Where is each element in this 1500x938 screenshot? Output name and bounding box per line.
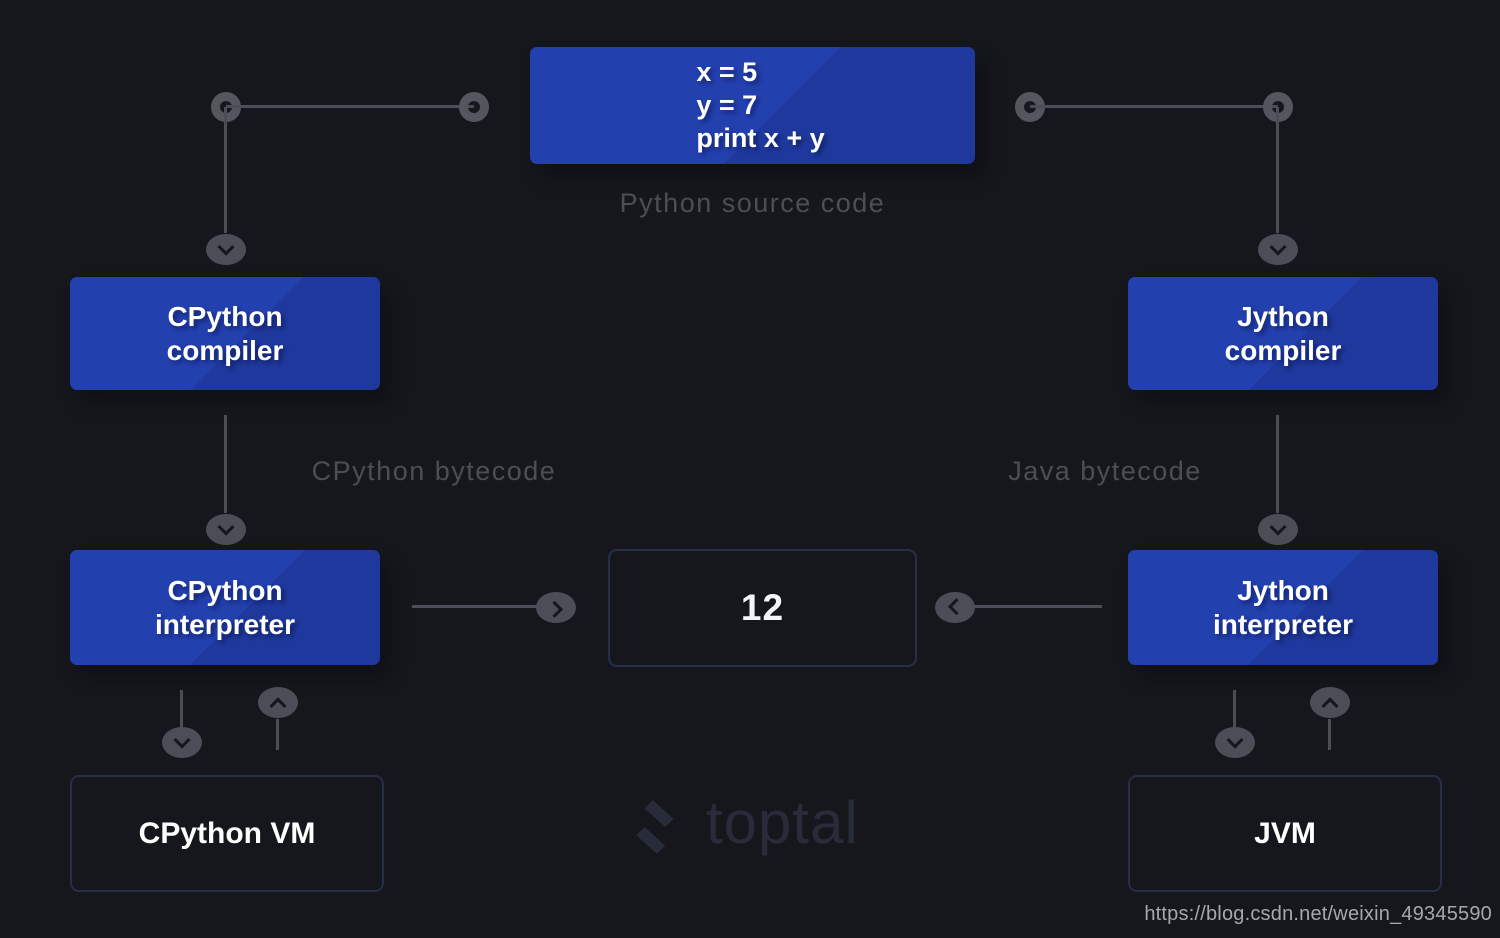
connector-line (412, 605, 538, 608)
connector-line (1030, 105, 1278, 108)
node-label: CPython VM (138, 816, 316, 850)
arrow-down-icon (162, 727, 202, 758)
connector-line (1276, 107, 1279, 233)
toptal-logo: toptal (628, 789, 859, 861)
node-jython-interpreter: Jython interpreter (1128, 550, 1438, 665)
node-label: JVM (1254, 816, 1316, 850)
code-line-3: print x + y (696, 122, 825, 153)
node-label: interpreter (1212, 608, 1354, 640)
node-label: interpreter (154, 608, 296, 640)
node-label: Jython (1237, 300, 1329, 332)
chevron-down-icon (1226, 731, 1244, 749)
node-jvm: JVM (1128, 775, 1442, 892)
chevron-down-icon (173, 731, 191, 749)
node-label: compiler (1224, 334, 1342, 366)
code-line-2: y = 7 (696, 90, 758, 121)
connector-line (276, 719, 279, 750)
chevron-left-icon (947, 597, 965, 615)
edge-label-java-bytecode: Java bytecode (1008, 456, 1202, 486)
watermark-url: https://blog.csdn.net/weixin_49345590 (1144, 903, 1492, 925)
arrow-up-icon (258, 687, 298, 718)
node-result: 12 (608, 549, 917, 667)
arrow-down-icon (206, 234, 246, 265)
code-line-1: x = 5 (696, 57, 758, 88)
arrow-down-icon (1215, 727, 1255, 758)
result-value: 12 (740, 586, 785, 628)
node-label: CPython (167, 300, 283, 332)
source-code-text: x = 5 y = 7 print x + y (696, 56, 824, 155)
connector-line (180, 690, 183, 728)
python-source-code-caption: Python source code (619, 188, 886, 218)
connector-line (224, 107, 227, 233)
node-label: CPython (167, 574, 283, 606)
chevron-up-icon (269, 696, 287, 714)
connector-line (1328, 719, 1331, 750)
chevron-down-icon (1269, 518, 1287, 536)
arrow-down-icon (1258, 514, 1298, 545)
node-label: Jython (1237, 574, 1329, 606)
connector-line (972, 605, 1102, 608)
node-label: compiler (166, 334, 284, 366)
chevron-up-icon (1321, 696, 1339, 714)
connector-line (1276, 415, 1279, 513)
toptal-logo-text: toptal (706, 789, 859, 856)
arrow-down-icon (1258, 234, 1298, 265)
connector-line (1233, 690, 1236, 728)
node-jython-compiler: Jython compiler (1128, 277, 1438, 390)
arrow-right-icon (536, 592, 576, 623)
node-cpython-vm: CPython VM (70, 775, 384, 892)
arrow-up-icon (1310, 687, 1350, 718)
arrow-down-icon (206, 514, 246, 545)
node-python-source-code: x = 5 y = 7 print x + y (530, 47, 975, 164)
chevron-down-icon (217, 518, 235, 536)
connector-node-icon (459, 92, 489, 122)
toptal-logo-icon (636, 799, 674, 854)
node-cpython-interpreter: CPython interpreter (70, 550, 380, 665)
node-cpython-compiler: CPython compiler (70, 277, 380, 390)
edge-label-cpython-bytecode: CPython bytecode (311, 456, 557, 486)
chevron-down-icon (217, 238, 235, 256)
arrow-left-icon (935, 592, 975, 623)
chevron-down-icon (1269, 238, 1287, 256)
connector-line (224, 415, 227, 513)
connector-line (226, 105, 474, 108)
chevron-right-icon (546, 600, 564, 618)
